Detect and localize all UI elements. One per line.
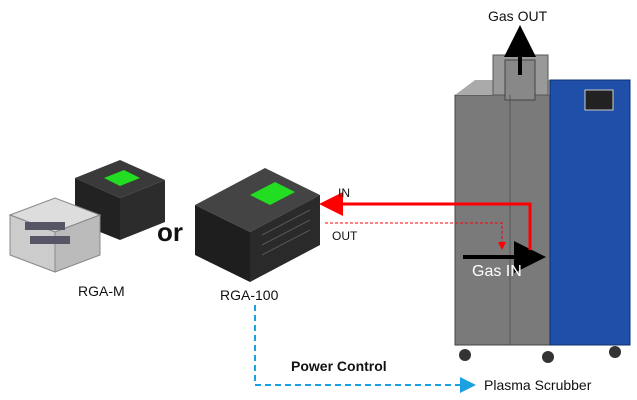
power-control-label: Power Control (291, 358, 387, 374)
rga-m-label: RGA-M (78, 283, 125, 299)
rga-m-device (8, 160, 165, 273)
gas-out-label: Gas OUT (488, 8, 548, 24)
rga-100-device (195, 168, 320, 282)
out-label: OUT (332, 229, 358, 243)
or-label: or (157, 217, 183, 247)
power-control-line (254, 305, 476, 393)
gas-in-label: Gas IN (472, 263, 522, 280)
out-line (325, 222, 506, 250)
in-label: IN (338, 186, 350, 200)
in-line (319, 192, 532, 250)
rga-100-label: RGA-100 (220, 287, 279, 303)
plasma-scrubber-device (454, 54, 631, 363)
plasma-scrubber-label: Plasma Scrubber (484, 377, 592, 393)
